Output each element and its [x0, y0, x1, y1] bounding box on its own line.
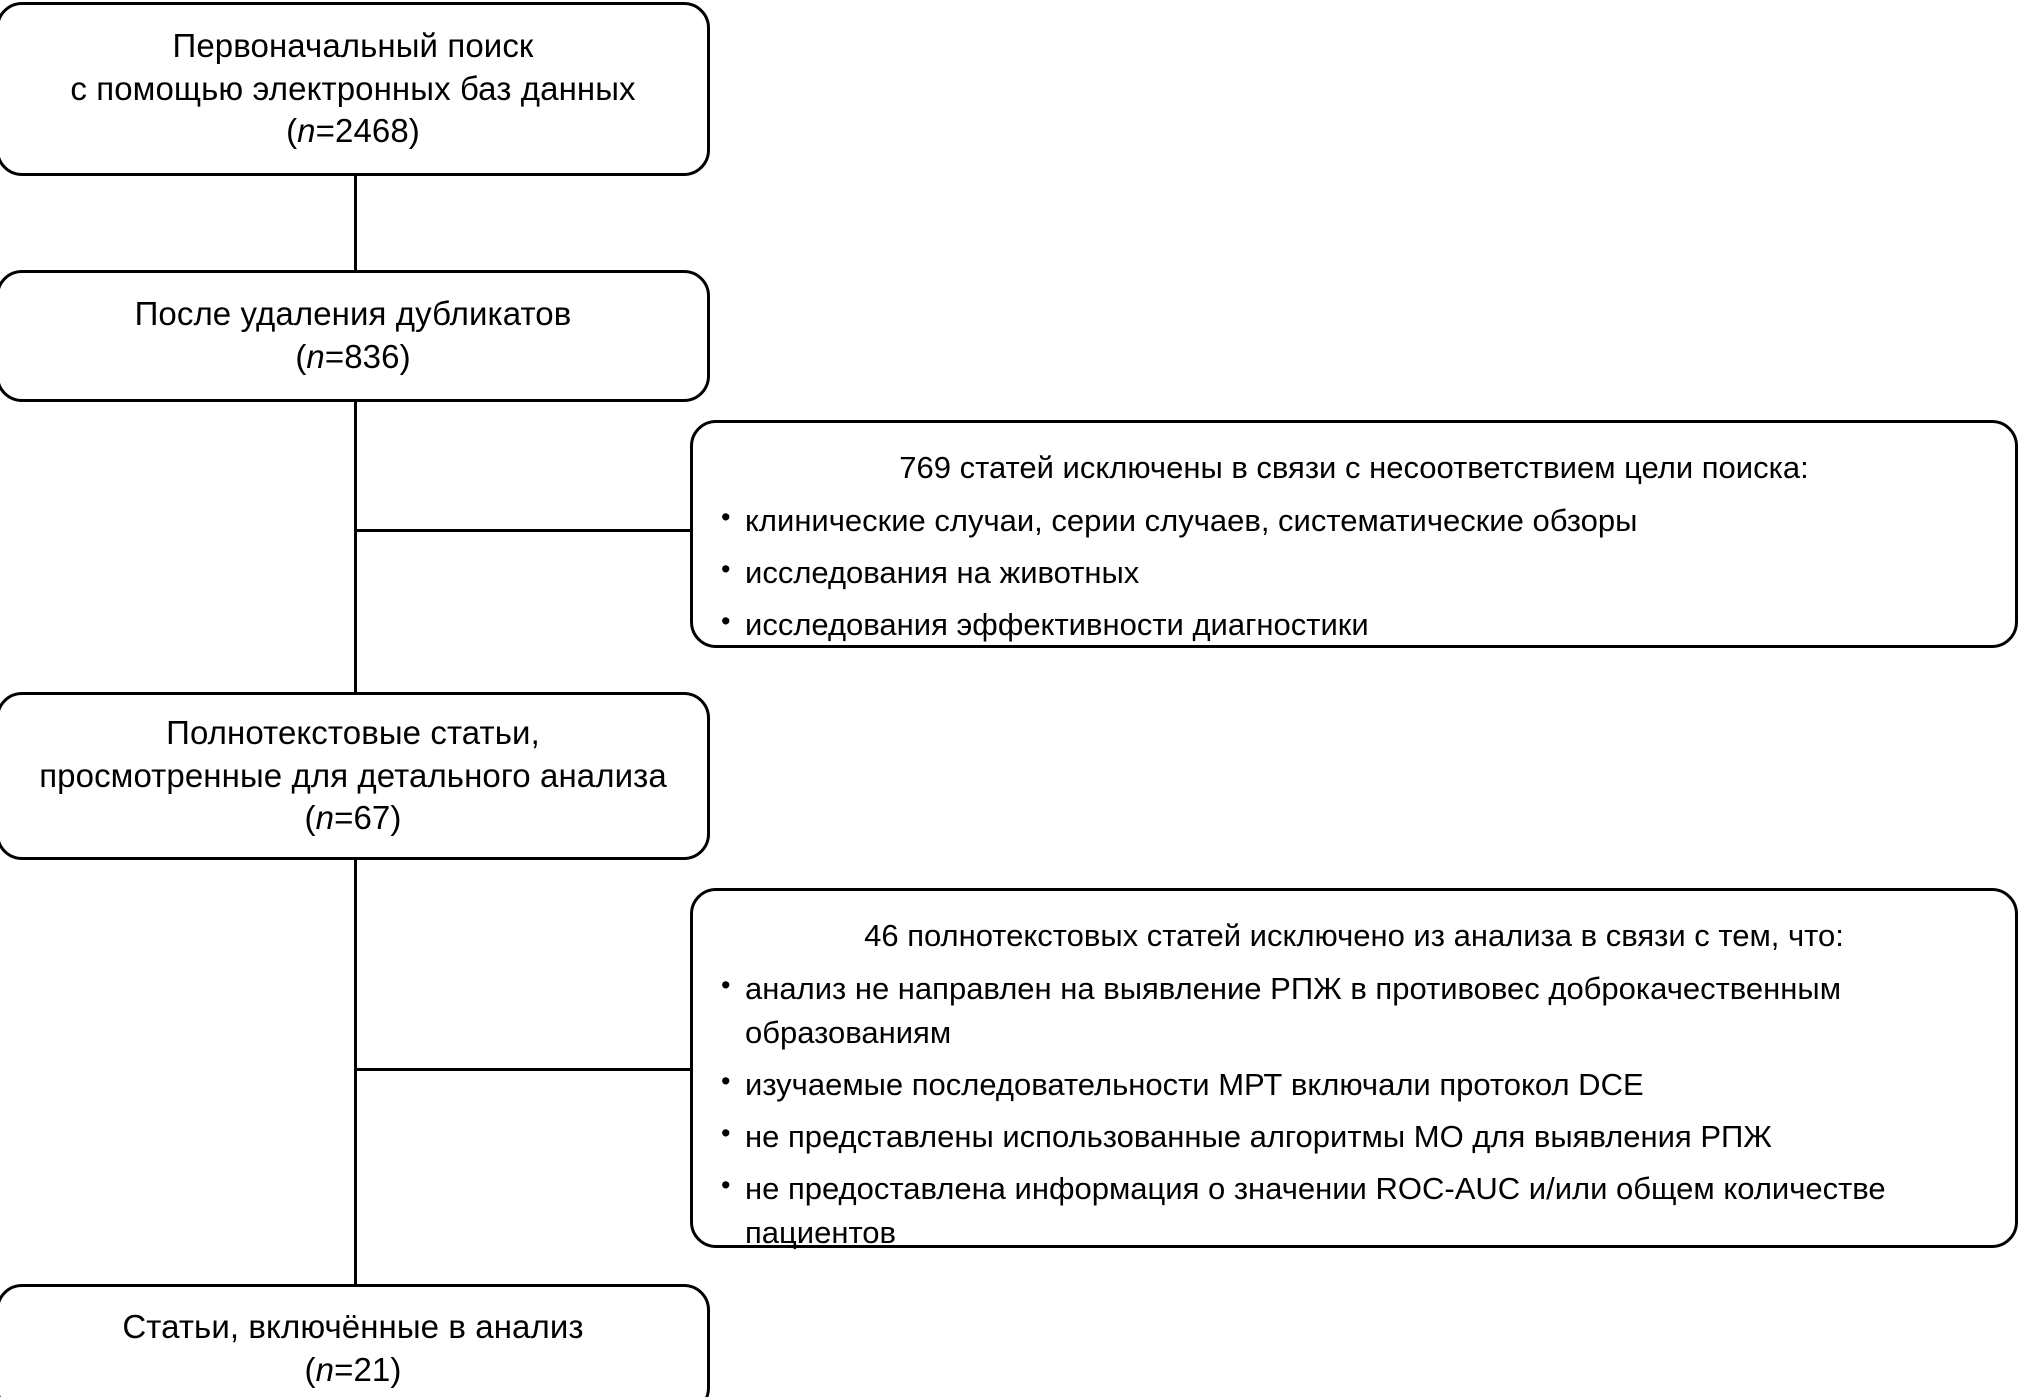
paren-open: ( [295, 338, 307, 375]
after-duplicates-removed-box: После удаления дубликатов (n=836) [0, 270, 710, 402]
paren-open: ( [304, 799, 316, 837]
initial-search-count: (n=2468) [286, 110, 420, 153]
initial-search-line-1: Первоначальный поиск [172, 26, 534, 64]
n-value: =2468) [315, 112, 420, 150]
n-value: =67) [334, 799, 402, 837]
exclusion-box-title-mismatch: 769 статей исключены в связи с несоответ… [690, 420, 2018, 648]
exclusion-box-fulltext-excluded: 46 полнотекстовых статей исключено из ан… [690, 888, 2018, 1250]
after-duplicates-count: (n=836) [295, 336, 410, 379]
list-item: исследования эффективности диагностики [719, 602, 1989, 647]
exclusion-1-heading: 769 статей исключены в связи с несоответ… [899, 450, 1809, 485]
connector-initial-to-duplicates [354, 176, 357, 272]
list-item: изучаемые последовательности МРТ включал… [719, 1062, 1989, 1107]
after-duplicates-line-1: После удаления дубликатов [134, 295, 572, 333]
paren-open: ( [286, 112, 298, 150]
initial-search-box: Первоначальный поиск с помощью электронн… [0, 2, 710, 176]
fulltext-articles-reviewed-box: Полнотекстовые статьи, просмотренные для… [0, 692, 710, 860]
list-item: клинические случаи, серии случаев, систе… [719, 498, 1989, 543]
list-item: не представлены использованные алгоритмы… [719, 1114, 1989, 1159]
n-value: =836) [324, 338, 411, 375]
list-item: анализ не направлен на выявление РПЖ в п… [719, 966, 1989, 1055]
included-count: (n=21) [305, 1349, 402, 1392]
connector-duplicates-to-fulltext [354, 304, 357, 694]
n-value: =21) [334, 1351, 402, 1388]
n-symbol: n [297, 112, 316, 150]
fulltext-reviewed-line-2: просмотренные для детального анализа [39, 756, 667, 794]
list-item: не предоставлена информация о значении R… [719, 1166, 1989, 1255]
initial-search-line-2: с помощью электронных баз данных [70, 69, 636, 107]
exclusion-2-heading: 46 полнотекстовых статей исключено из ан… [864, 918, 1844, 953]
n-symbol: n [315, 799, 335, 837]
n-symbol: n [315, 1351, 335, 1388]
fulltext-reviewed-line-1: Полнотекстовые статьи, [166, 713, 540, 751]
connector-to-exclusion-2 [354, 1068, 694, 1071]
included-line-1: Статьи, включённые в анализ [122, 1308, 584, 1346]
connector-fulltext-to-included-lower [354, 860, 357, 1284]
exclusion-2-list: анализ не направлен на выявление РПЖ в п… [719, 966, 1989, 1263]
articles-included-box: Статьи, включённые в анализ (n=21) [0, 1284, 710, 1397]
exclusion-1-list: клинические случаи, серии случаев, систе… [719, 498, 1989, 655]
fulltext-reviewed-count: (n=67) [305, 797, 402, 840]
connector-to-exclusion-1 [354, 529, 694, 532]
list-item: исследования на животных [719, 550, 1989, 595]
paren-open: ( [304, 1351, 316, 1388]
n-symbol: n [306, 338, 325, 375]
